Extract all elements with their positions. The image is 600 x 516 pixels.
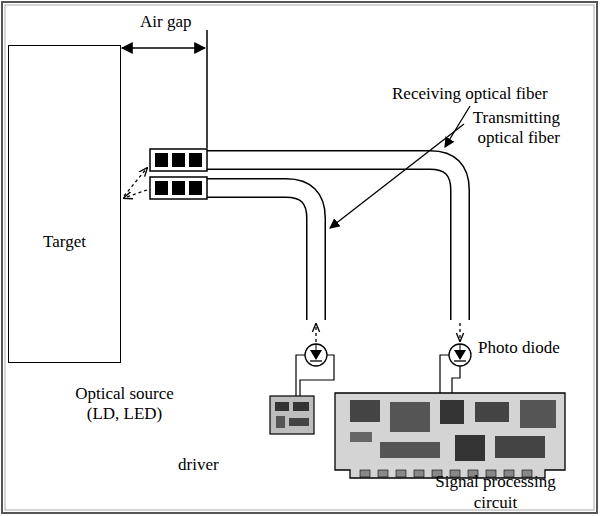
detector-light [459,323,460,341]
part-label: Signal processing circuit [428,472,563,513]
circuit-board [335,393,565,478]
receiving-fiber [207,160,460,320]
part-label: Receiving optical fiber [392,84,548,104]
target-box: Target [8,45,121,363]
source-light [315,324,316,342]
frame-inner [5,5,594,510]
part-label: Optical source (LD, LED) [62,384,187,425]
node-label: Target [43,232,86,252]
leader-line [445,106,470,147]
laser-diode-symbol [296,344,334,396]
emitted-light [124,190,147,198]
extension-line [206,30,208,148]
reflected-light [124,168,147,196]
air-gap-arrow [122,47,205,49]
transmitting-fiber [207,188,316,320]
probe-head [150,149,207,199]
part-label: driver [178,455,219,475]
part-label: Photo diode [478,338,560,358]
part-label: Transmitting optical fiber [445,108,560,149]
driver-board [270,396,314,434]
leader-line [330,124,464,228]
photodiode-symbol [440,344,471,393]
dimension-label: Air gap [140,12,191,32]
